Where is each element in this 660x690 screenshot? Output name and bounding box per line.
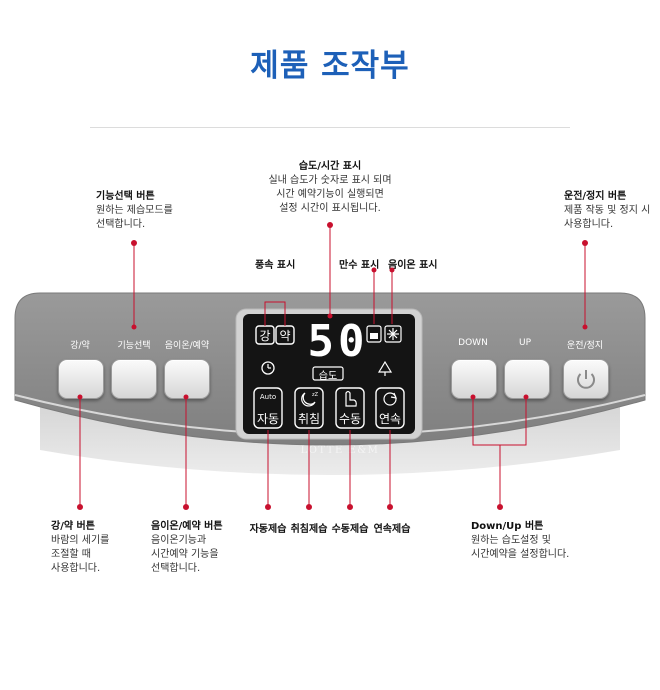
full-display-label: 만수 표시 [339, 260, 380, 271]
up-button-label: UP [518, 338, 531, 348]
pointer-dot [131, 240, 137, 246]
full-tank-icon [366, 325, 382, 343]
function-button-label: 기능선택 [117, 341, 151, 351]
auto-mode-box [253, 387, 283, 429]
hand-icon [345, 390, 357, 407]
brand-logo: LOTTE E&M [300, 445, 380, 456]
sleep-mode-label: 취침제습 [290, 524, 328, 535]
pointer-dot [347, 504, 353, 510]
strength-button-line: 바람의 세기를 [51, 535, 110, 546]
manual-mode-label: 수동제습 [331, 524, 369, 535]
moon-icon: zZ [301, 392, 319, 407]
power-icon [577, 370, 595, 389]
downup-button-line: 시간예약을 설정합니다. [471, 549, 570, 560]
continuous-mode-box [375, 387, 405, 429]
ion-button-line: 음이온기능과 [151, 535, 207, 546]
power-button[interactable] [563, 359, 609, 399]
sleep-mode-text: 취침 [297, 412, 321, 426]
down-button-label: DOWN [458, 338, 488, 348]
svg-text:zZ: zZ [312, 392, 319, 398]
pointer-dot [582, 324, 588, 330]
down-button[interactable] [451, 359, 497, 399]
pointer-dot [77, 394, 83, 400]
strength-button-line: 조절할 때 [51, 549, 91, 560]
strength-button-heading: 강/약 버튼 [51, 521, 95, 532]
ion-display-label: 음이온 표시 [388, 260, 438, 271]
power-button-line: 사용합니다. [564, 219, 614, 230]
continuous-mode-label: 연속제습 [373, 524, 411, 535]
strong-indicator: 강 [259, 329, 271, 343]
weak-indicator: 약 [279, 329, 291, 343]
power-button-label: 운전/정지 [566, 341, 604, 351]
auto-badge: Auto [259, 393, 277, 401]
pointer-dot [306, 504, 312, 510]
strength-button[interactable] [58, 359, 104, 399]
pointer-dot [183, 394, 189, 400]
downup-button-heading: Down/Up 버튼 [471, 521, 544, 532]
anion-icon [384, 325, 402, 343]
ion-button-line: 선택합니다. [151, 563, 201, 574]
pointer-dot [77, 504, 83, 510]
pointer-dot [470, 394, 476, 400]
pointer-dot [582, 240, 588, 246]
pointer-dot [389, 267, 395, 273]
page-title: 제품 조작부 [250, 48, 410, 84]
clock-icon [261, 361, 275, 375]
humidity-display-annotation: 습도/시간 표시 실내 습도가 숫자로 표시 되며 시간 예약기능이 실행되면 … [240, 160, 420, 216]
humidity-unit-box [312, 366, 344, 381]
humidity-display-line: 실내 습도가 숫자로 표시 되며 [268, 175, 392, 186]
ion-button-heading: 음이온/예약 버튼 [151, 521, 223, 532]
humidity-digits: 50 [307, 316, 369, 367]
ion-button-line: 시간예약 기능을 [151, 549, 219, 560]
power-button-annotation: 운전/정지 버튼 제품 작동 및 정지 시 사용합니다. [564, 190, 660, 232]
function-button-annotation: 기능선택 버튼 원하는 제습모드를 선택합니다. [96, 190, 216, 232]
panel-lower-body [40, 400, 620, 475]
pointer-dot [183, 504, 189, 510]
pointer-dot [497, 504, 503, 510]
auto-mode-label: 자동제습 [249, 524, 287, 535]
fan-display-label: 풍속 표시 [255, 260, 296, 271]
manual-mode-text: 수동 [338, 412, 362, 426]
manual-mode-box [335, 387, 365, 429]
pointer-dot [387, 504, 393, 510]
continuous-mode-text: 연속 [378, 412, 402, 426]
humidity-display-line: 설정 시간이 표시됩니다. [279, 203, 381, 214]
up-button[interactable] [504, 359, 550, 399]
function-button-line: 선택합니다. [96, 219, 146, 230]
pointer-dot [327, 313, 333, 319]
pointer-dot [265, 504, 271, 510]
ion-reserve-button[interactable] [164, 359, 210, 399]
title-divider [90, 127, 570, 128]
strength-button-label: 강/약 [70, 341, 90, 351]
tree-icon [377, 360, 393, 376]
auto-mode-text: 자동 [256, 412, 280, 426]
pointer-dot [327, 222, 333, 228]
pointer-dot [371, 267, 377, 273]
function-button-heading: 기능선택 버튼 [96, 191, 155, 202]
humidity-unit: 습도 [318, 371, 338, 382]
power-button-line: 제품 작동 및 정지 시 [564, 205, 651, 216]
power-button-heading: 운전/정지 버튼 [564, 191, 627, 202]
pointer-dot [131, 324, 137, 330]
function-button[interactable] [111, 359, 157, 399]
strength-button-annotation: 강/약 버튼 바람의 세기를 조절할 때 사용합니다. [51, 520, 151, 576]
downup-button-line: 원하는 습도설정 및 [471, 535, 551, 546]
pointer-dot [523, 394, 529, 400]
function-button-line: 원하는 제습모드를 [96, 205, 173, 216]
ion-button-label: 음이온/예약 [164, 341, 210, 351]
downup-button-annotation: Down/Up 버튼 원하는 습도설정 및 시간예약을 설정합니다. [471, 520, 621, 562]
sleep-mode-box [294, 387, 324, 429]
ion-button-annotation: 음이온/예약 버튼 음이온기능과 시간예약 기능을 선택합니다. [151, 520, 261, 576]
humidity-display-heading: 습도/시간 표시 [298, 161, 362, 172]
strength-button-line: 사용합니다. [51, 563, 101, 574]
humidity-display-line: 시간 예약기능이 실행되면 [276, 189, 384, 200]
cycle-icon [383, 392, 397, 406]
